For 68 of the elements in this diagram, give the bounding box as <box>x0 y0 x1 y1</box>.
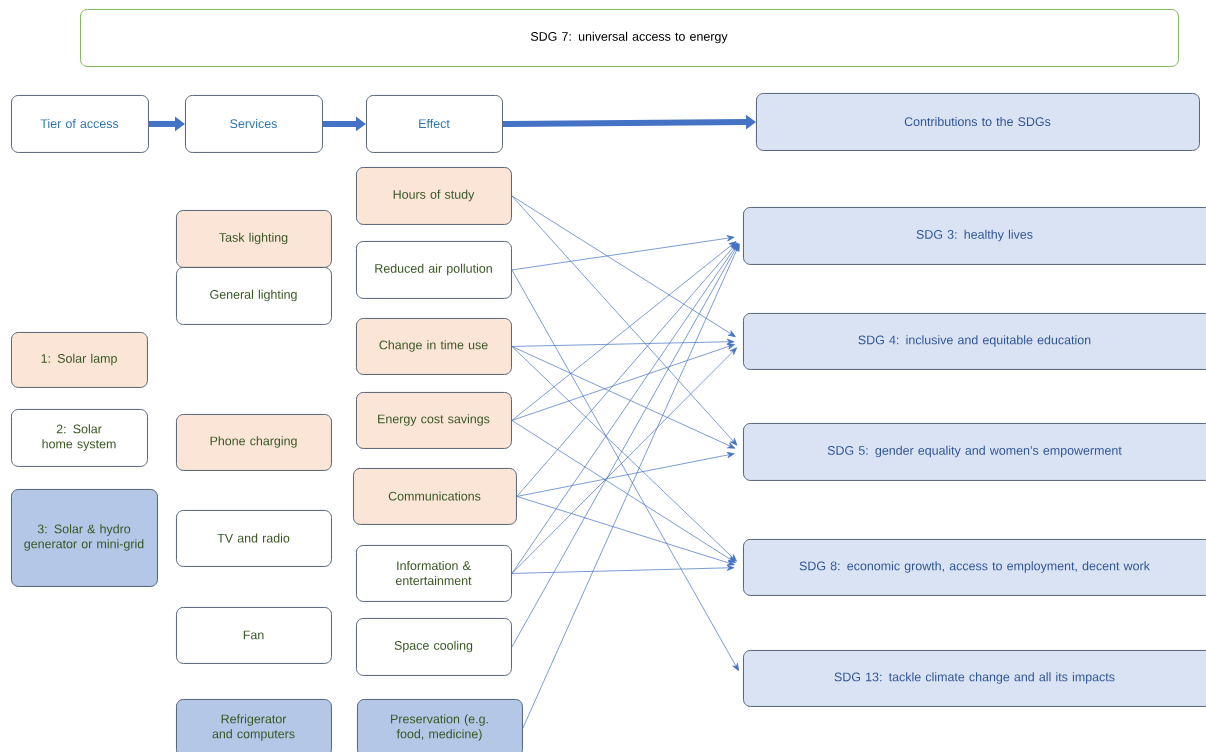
node-label: Reduced air pollution <box>375 263 492 276</box>
item-box <box>356 392 512 449</box>
arrow <box>516 242 738 497</box>
header-box <box>366 95 503 153</box>
item-box <box>356 545 512 602</box>
item-box <box>11 332 148 388</box>
sdg-box <box>743 650 1206 707</box>
node-label: Space cooling <box>394 640 473 653</box>
banner-box <box>80 9 1179 67</box>
arrow <box>511 195 736 338</box>
node-label: SDG 8: economic growth, access to employment, decent work <box>799 561 1150 573</box>
arrow <box>511 420 736 563</box>
node-label: SDG 7: universal access to energy <box>530 31 728 44</box>
item-box <box>176 210 332 268</box>
header-box <box>11 95 149 153</box>
arrow <box>511 346 736 449</box>
item-box <box>356 167 512 225</box>
item-box <box>176 699 332 752</box>
item-box <box>356 318 512 375</box>
arrow <box>511 243 739 574</box>
arrow <box>522 243 740 729</box>
node-label: TV and radio <box>217 533 290 543</box>
node-label: SDG 4: inclusive and equitable education <box>858 335 1091 347</box>
arrow <box>516 496 735 566</box>
node-label: Fan <box>243 630 264 640</box>
arrow <box>511 338 735 347</box>
item-box <box>356 618 512 676</box>
node-label: Tier of access <box>40 118 119 129</box>
node-label: Information & entertainment <box>395 560 472 586</box>
node-label: Services <box>230 118 277 129</box>
item-box <box>176 510 332 567</box>
arrow <box>516 452 735 497</box>
item-box <box>11 409 148 467</box>
node-label: 3: Solar & hydro generator or mini-grid <box>24 524 144 551</box>
header-box <box>185 95 323 153</box>
node-label: Change in time use <box>379 340 488 352</box>
arrow <box>511 241 737 421</box>
item-box <box>11 489 158 587</box>
item-box <box>356 241 512 299</box>
item-box <box>176 607 332 664</box>
sdg-box <box>743 207 1206 265</box>
arrow <box>511 343 735 421</box>
node-label: SDG 5: gender equality and women’s empowerment <box>827 445 1122 458</box>
node-label: Task lighting <box>219 232 288 245</box>
node-label: Effect <box>419 118 450 129</box>
node-label: Phone charging <box>210 436 297 448</box>
node-label: SDG 3: healthy lives <box>916 229 1033 242</box>
item-box <box>176 414 332 471</box>
node-label: Preservation (e.g. food, medicine) <box>391 714 488 741</box>
item-box <box>353 468 517 525</box>
sdg-box <box>743 313 1206 370</box>
node-label: Refrigerator and computers <box>212 714 295 741</box>
item-box <box>176 267 332 325</box>
node-label: Communications <box>388 491 481 501</box>
node-label: Contributions to the SDGs <box>904 116 1051 127</box>
arrow <box>511 564 735 574</box>
node-label: SDG 13: tackle climate change and all its impacts <box>834 672 1115 684</box>
arrow <box>511 235 735 271</box>
node-label: 1: Solar lamp <box>41 353 117 366</box>
arrow <box>511 195 738 446</box>
sdg-box <box>743 539 1206 596</box>
node-label: Energy cost savings <box>378 414 490 426</box>
node-label: General lighting <box>210 289 297 302</box>
node-label: Hours of study <box>393 189 475 202</box>
item-box <box>357 699 523 752</box>
node-label: 2: Solar home system <box>42 424 116 451</box>
sdg-box <box>756 93 1200 151</box>
sdg-box <box>743 423 1206 481</box>
